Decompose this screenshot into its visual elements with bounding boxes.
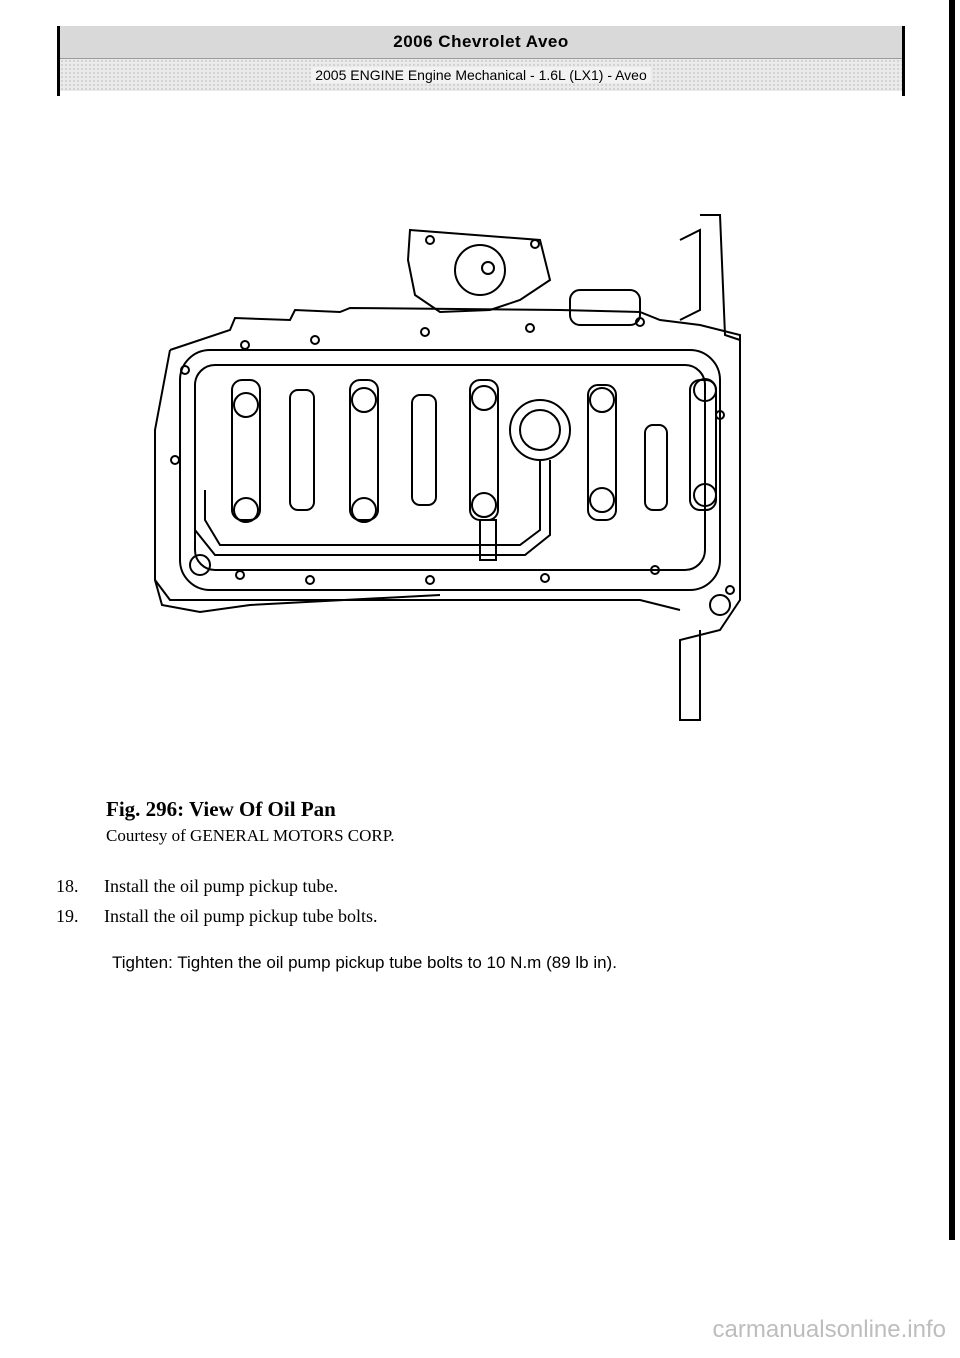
right-bracket bbox=[700, 214, 741, 341]
pan-inner-wall bbox=[194, 364, 706, 571]
step-18: 18. Install the oil pump pickup tube. bbox=[56, 876, 338, 897]
pickup-screen-mesh bbox=[519, 409, 561, 451]
bracket-hole bbox=[425, 235, 435, 245]
header-subtitle-band: 2005 ENGINE Engine Mechanical - 1.6L (LX… bbox=[60, 59, 902, 91]
bracket-hole bbox=[530, 239, 540, 249]
header-subtitle: 2005 ENGINE Engine Mechanical - 1.6L (LX… bbox=[311, 67, 651, 83]
page-edge-bar bbox=[949, 0, 955, 1240]
page-header: 2006 Chevrolet Aveo 2005 ENGINE Engine M… bbox=[57, 26, 905, 96]
step-number: 18. bbox=[56, 876, 79, 896]
block-lower-edge bbox=[154, 349, 681, 611]
block-left-edge bbox=[154, 579, 441, 614]
step-text: Install the oil pump pickup tube bolts. bbox=[104, 906, 378, 926]
top-bracket bbox=[406, 228, 552, 314]
tighten-spec: Tighten: Tighten the oil pump pickup tub… bbox=[112, 953, 617, 972]
block-outline bbox=[169, 306, 741, 721]
rim-bolt-holes bbox=[170, 317, 735, 616]
oil-pan-illustration bbox=[154, 214, 741, 721]
right-bracket-inner bbox=[679, 228, 701, 321]
top-housing bbox=[569, 289, 641, 326]
header-title: 2006 Chevrolet Aveo bbox=[60, 26, 902, 59]
step-text: Install the oil pump pickup tube. bbox=[104, 876, 338, 896]
rod-caps bbox=[233, 378, 717, 523]
bracket-boss bbox=[454, 244, 506, 296]
bracket-bolt bbox=[481, 261, 495, 275]
pickup-bracket bbox=[479, 519, 497, 561]
figure-caption: Fig. 296: View Of Oil Pan bbox=[106, 797, 336, 821]
pan-inner-rim bbox=[179, 349, 721, 591]
step-number: 19. bbox=[56, 906, 79, 926]
step-19: 19. Install the oil pump pickup tube bol… bbox=[56, 906, 377, 927]
watermark: carmanualsonline.info bbox=[712, 1316, 946, 1343]
pickup-tube bbox=[204, 460, 541, 546]
figure-courtesy: Courtesy of GENERAL MOTORS CORP. bbox=[106, 826, 395, 845]
pickup-tube-outer bbox=[194, 460, 551, 556]
